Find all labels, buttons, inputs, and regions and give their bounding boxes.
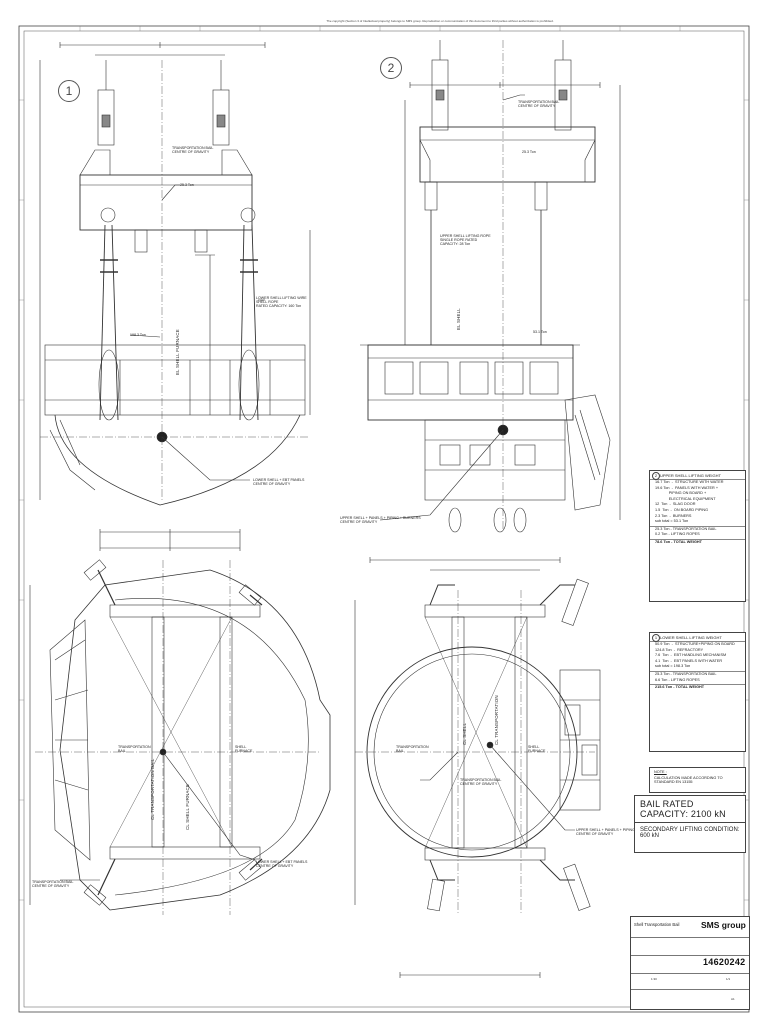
upper-shell-bail-row: 25.3 Ton - TRANSPORTATION BAIL	[650, 525, 745, 533]
upper-shell-weight-row: ELECTRICAL EQUIPMENT	[655, 496, 716, 501]
calculation-note: NOTE : CALCULATION MADE ACCORDING TO STA…	[649, 767, 746, 793]
tb-rule-4	[631, 989, 749, 990]
lower-shell-total-row: 215.6 Ton - TOTAL WEIGHT	[650, 684, 745, 691]
label-cl-transportation-bail: CL TRANSPORTATION BAIL	[150, 758, 155, 821]
label-el-shell-v2: EL SHELL	[456, 308, 461, 330]
drawing-number: 14620242	[703, 957, 746, 967]
upper-shell-weight-row: 19.6 Ton - PANELS WITH WATER +	[655, 485, 719, 490]
lower-shell-weight-row: 7.6 Ton - EBT HANDLING MECHANISM	[655, 653, 727, 658]
sheet-number: 1/1	[726, 977, 731, 981]
label-cl-shell-v4: CL SHELL	[462, 722, 467, 745]
label-cl-shell-furnace: CL SHELL FURNACE	[185, 783, 190, 830]
label-lower-shell-cog: LOWER SHELL + EBT PANELS CENTRE OF GRAVI…	[253, 478, 305, 487]
note-title: NOTE :	[654, 770, 667, 774]
drawing-title: Shell Transportation Bail	[634, 922, 680, 927]
label-transport-bail-cog-1: TRANSPORTATION BAIL CENTRE OF GRAVITY	[172, 146, 214, 155]
upper-shell-weight-number: 2	[652, 472, 660, 480]
upper-shell-weight-table: 2 UPPER SHELL LIFTING WEIGHT 16.7 Ton - …	[649, 470, 746, 602]
view1-elevation	[39, 42, 311, 506]
lower-shell-bail-row: 25.3 Ton - TRANSPORTATION BAIL	[650, 670, 745, 678]
title-block: Shell Transportation Bail SMS group 1462…	[630, 916, 750, 1010]
label-shell-furnace-plan-2: SHELL FURNACE	[528, 745, 546, 754]
label-weight-253-2: 25.3 Ton	[522, 150, 536, 154]
label-lower-shell-lifting-wire: LOWER SHELL LIFTING WIRE SHELL ROPE RATE…	[256, 296, 307, 309]
sheet-format: A1	[731, 997, 735, 1001]
label-lower-shell-cog-plan: LOWER SHELL + EBT PANELS CENTRE OF GRAVI…	[256, 860, 308, 869]
copyright-notice: The copyright (Section 3 of Intellectual…	[326, 19, 554, 23]
upper-shell-weight-row: 1.5 Ton - ON BOARD PIPING	[655, 507, 709, 512]
company-logo: SMS group	[701, 920, 746, 930]
label-transport-bail-cog-plan-1: TRANSPORTATION BAIL CENTRE OF GRAVITY	[32, 880, 74, 889]
bail-rated-capacity: BAIL RATED CAPACITY: 2100 kN	[635, 796, 745, 823]
view3-plan	[29, 529, 331, 915]
tb-rule-2	[631, 955, 749, 956]
label-transport-bail-cog-2: TRANSPORTATION BAIL CENTRE OF GRAVITY	[518, 100, 560, 109]
label-cl-transportation-v4: CL TRANSPORTATION	[494, 695, 499, 745]
upper-shell-total-row: 78.6 Ton - TOTAL WEIGHT	[650, 538, 745, 546]
secondary-lifting-condition: SECONDARY LIFTING CONDITION: 600 kN	[640, 827, 740, 839]
upper-shell-weight-row: 16.7 Ton - STRUCTURE WITH WATER	[655, 480, 724, 484]
view-number-2: 2	[380, 57, 402, 79]
label-transportation-bail-plan-1: TRANSPORTATION BAIL	[118, 745, 151, 754]
lower-shell-weight-row: 4.1 Ton - EBT PANELS WITH WATER	[655, 658, 723, 663]
frame-ticks	[19, 26, 749, 901]
lower-shell-weight-row: 124.8 Ton - REFRACTORY	[655, 647, 704, 652]
label-transport-bail-cog-plan-2: TRANSPORTATION BAIL CENTRE OF GRAVITY	[460, 778, 502, 787]
label-upper-shell-lifting-rope: UPPER SHELL LIFTING ROPE SINGLE ROPE RAT…	[440, 234, 491, 247]
label-weight-253-1: 25.3 Ton	[180, 183, 194, 187]
label-shell-furnace-plan-1: SHELL FURNACE	[235, 745, 253, 754]
tb-rule-1	[631, 937, 749, 938]
note-text: CALCULATION MADE ACCORDING TO STANDARD E…	[654, 776, 723, 784]
view2-elevation	[360, 40, 621, 533]
upper-shell-weight-row: 2.3 Ton - BURNERS	[655, 513, 692, 518]
rated-capacity-box: BAIL RATED CAPACITY: 2100 kN SECONDARY L…	[634, 795, 746, 853]
lower-shell-weight-number: 1	[652, 634, 660, 642]
upper-shell-weight-row: PIPING ON BOARD +	[655, 491, 707, 496]
lower-shell-weight-header: 1 LOWER SHELL LIFTING WEIGHT	[650, 633, 745, 642]
view-number-1: 1	[58, 80, 80, 102]
lower-shell-lifting-row: 6.6 Ton - LIFTING ROPES	[655, 677, 700, 682]
label-upper-shell-cog: UPPER SHELL + PANELS + PIPING + BURNERS …	[340, 516, 421, 525]
label-weight-531: 53.1 Ton	[533, 330, 547, 334]
lower-shell-weight-table: 1 LOWER SHELL LIFTING WEIGHT 50.9 Ton - …	[649, 632, 746, 752]
upper-shell-lifting-row: 0.2 Ton - LIFTING ROPES	[655, 532, 700, 537]
tb-rule-3	[631, 973, 749, 974]
drawing-scale: 1:30	[651, 977, 657, 981]
lower-shell-weight-row: 50.9 Ton - STRUCTURE+PIPING ON BOARD	[655, 642, 735, 646]
view4-plan	[354, 557, 601, 978]
label-el-shell-furnace: EL SHELL FURNACE	[175, 329, 180, 375]
upper-shell-weight-header: 2 UPPER SHELL LIFTING WEIGHT	[650, 471, 745, 480]
sheet-frame-outer	[18, 25, 750, 1013]
label-weight-1983: 198.3 Ton	[130, 333, 146, 337]
upper-shell-weight-row: sub total = 53.1 Ton	[655, 519, 689, 524]
upper-shell-weight-row: 12 Ton - SLAG DOOR	[655, 502, 696, 507]
lower-shell-weight-row: sub total = 198.3 Ton	[655, 664, 691, 669]
label-transportation-bail-plan-2: TRANSPORTATION BAIL	[396, 745, 429, 754]
